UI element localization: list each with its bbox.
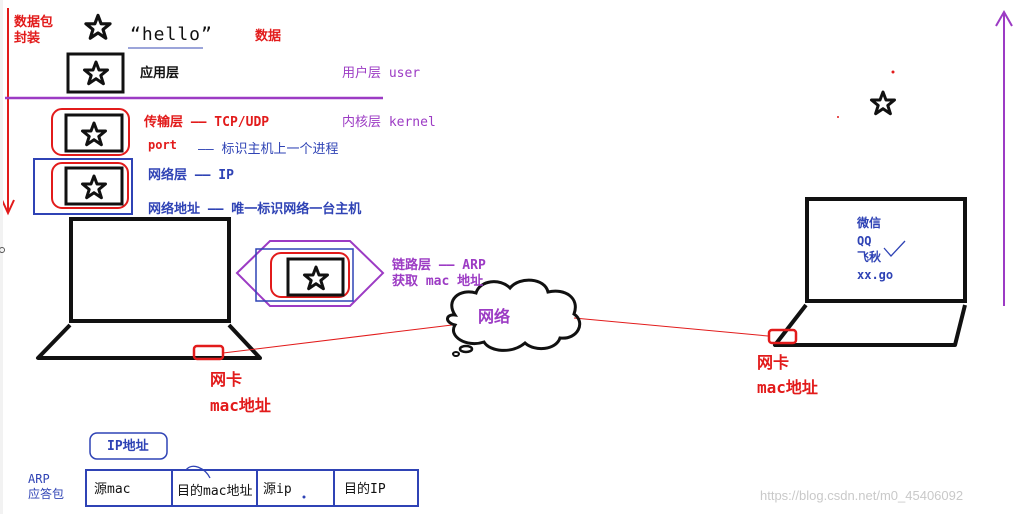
transport-header-outline [51, 108, 130, 156]
cloud-tail-icon [458, 344, 474, 354]
link-layer-label: 链路层 —— ARP [392, 258, 486, 273]
hello-payload: “hello” [130, 24, 213, 45]
data-star-icon [84, 13, 112, 40]
left-network-link [222, 324, 453, 354]
port-label: port [148, 138, 177, 152]
left-mac-label: mac地址 [210, 396, 271, 415]
ip-address-header-box [89, 432, 168, 460]
network-cloud-label: 网络 [478, 307, 511, 326]
transport-star-icon [81, 121, 107, 147]
network-address-label: 网络地址 —— 唯一标识网络一台主机 [148, 202, 362, 217]
right-network-link [573, 317, 769, 337]
kernel-space-label: 内核层 kernel [342, 115, 436, 130]
right-app-xxgo: xx.go [857, 268, 894, 282]
link-layer-red-outline [270, 252, 350, 298]
user-space-label: 用户层 user [342, 66, 421, 81]
arp-reply-title: ARP 应答包 [28, 472, 65, 501]
link-layer-blue-outline [255, 248, 354, 302]
ip-address-header-label: IP地址 [107, 439, 149, 454]
check-mark-icon [883, 240, 906, 257]
right-nic-label: 网卡 [757, 353, 790, 372]
network-header-outline [33, 158, 133, 215]
blue-dot-mark [302, 495, 306, 499]
link-star-icon [303, 265, 329, 291]
application-layer-label: 应用层 [140, 66, 180, 81]
decapsulation-arrow [995, 9, 1013, 306]
watermark: https://blog.csdn.net/m0_45406092 [760, 488, 964, 503]
left-laptop-icon [36, 217, 262, 360]
transport-layer-label: 传输层 —— TCP/UDP [144, 115, 270, 130]
application-star-icon [83, 60, 109, 86]
right-laptop-icon [773, 197, 967, 347]
right-app-feiqiu: 飞秋 [857, 250, 882, 264]
network-inner-outline [51, 162, 129, 209]
encapsulation-title: 数据包 封装 [14, 15, 54, 46]
cloud-tail-small-icon [452, 351, 460, 357]
right-mac-label: mac地址 [757, 378, 818, 397]
transport-layer-box [64, 113, 124, 153]
red-dot-mark-2 [837, 116, 839, 118]
port-description: —— 标识主机上一个进程 [198, 142, 339, 157]
left-edge-marker [0, 247, 5, 253]
left-edge-strip [0, 0, 3, 514]
red-dot-mark [891, 70, 895, 74]
floating-star-icon [870, 90, 896, 116]
data-label: 数据 [255, 29, 282, 44]
right-nic-icon [767, 328, 798, 345]
link-layer-box [286, 257, 345, 297]
arp-field-dst-mac: 目的mac地址 [177, 484, 253, 499]
network-layer-box [64, 166, 124, 206]
application-layer-box [66, 52, 125, 94]
arp-field-src-mac: 源mac [94, 482, 131, 497]
arp-field-dst-ip: 目的IP [344, 482, 386, 497]
left-nic-label: 网卡 [210, 370, 243, 389]
right-app-qq: QQ [857, 234, 872, 248]
network-layer-label: 网络层 —— IP [148, 168, 234, 183]
link-layer-desc: 获取 mac 地址 [392, 274, 484, 289]
network-star-icon [81, 174, 107, 200]
arp-field-src-ip: 源ip [263, 482, 292, 497]
link-layer-hexagon [235, 240, 385, 307]
right-app-wechat: 微信 [857, 216, 882, 230]
encapsulation-arrow [1, 8, 15, 216]
arp-packet-table [85, 465, 419, 507]
network-cloud-icon [446, 278, 582, 352]
